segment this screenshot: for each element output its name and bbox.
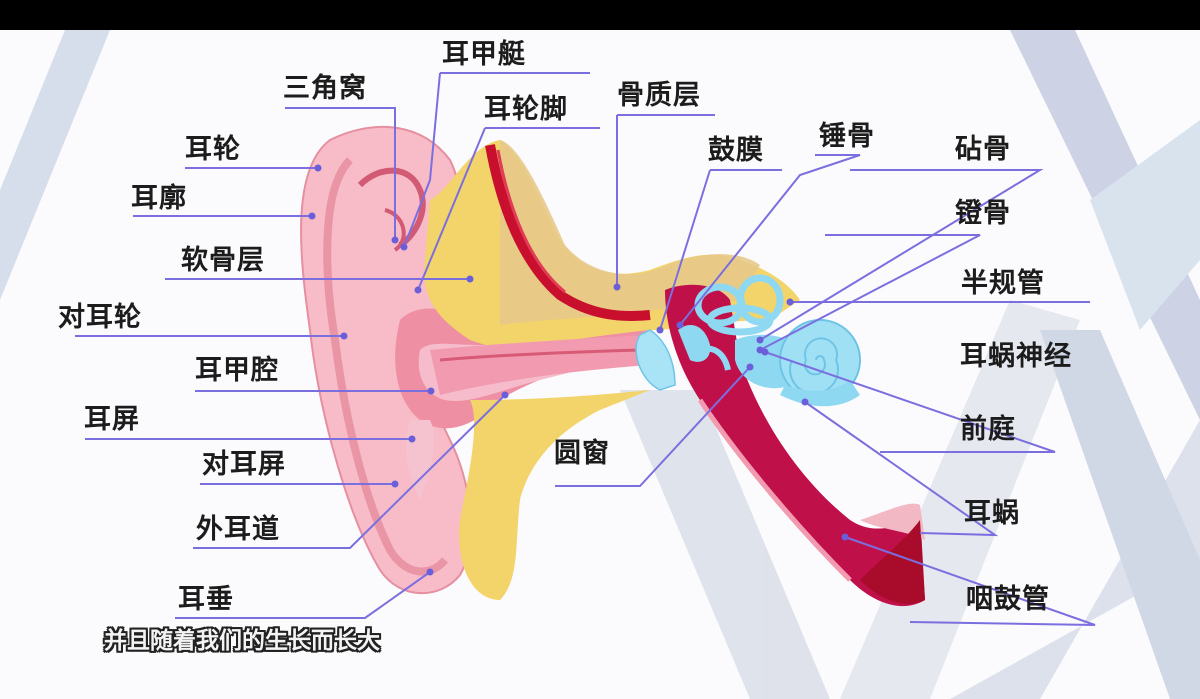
label-antitragus: 对耳屏 [202, 449, 286, 480]
label-crus-of-helix: 耳轮脚 [484, 94, 568, 125]
video-letterbox-top [0, 0, 1200, 30]
label-vestibule: 前庭 [960, 414, 1016, 445]
diagram-frame: 耳甲艇 三角窝 耳轮脚 骨质层 耳轮 鼓膜 锤骨 砧骨 耳廓 镫骨 软骨层 半规… [0, 30, 1200, 699]
label-malleus: 锤骨 [819, 121, 875, 152]
label-incus: 砧骨 [955, 134, 1011, 165]
label-cymba-conchae: 耳甲艇 [442, 39, 526, 70]
label-auricle: 耳廓 [131, 183, 187, 214]
label-antihelix: 对耳轮 [58, 302, 142, 333]
label-eustachian-tube: 咽鼓管 [966, 584, 1050, 615]
label-earlobe: 耳垂 [178, 584, 234, 615]
label-triangular-fossa: 三角窝 [283, 73, 367, 104]
label-cavum-conchae: 耳甲腔 [195, 355, 279, 386]
label-cochlea: 耳蜗 [964, 498, 1020, 529]
label-tragus: 耳屏 [84, 404, 140, 435]
label-semicircular-canals: 半规管 [961, 268, 1045, 299]
label-bony-layer: 骨质层 [617, 80, 701, 111]
video-subtitle: 并且随着我们的生长而长大 [104, 628, 380, 654]
label-round-window: 圆窗 [554, 438, 610, 469]
label-cochlear-nerve: 耳蜗神经 [960, 341, 1072, 372]
label-cartilage-layer: 软骨层 [181, 245, 265, 276]
label-tympanic-membrane: 鼓膜 [708, 135, 764, 166]
ear-anatomy-illustration [0, 30, 1200, 699]
label-external-auditory-canal: 外耳道 [196, 514, 280, 545]
label-helix: 耳轮 [185, 134, 241, 165]
label-stapes: 镫骨 [955, 198, 1011, 229]
